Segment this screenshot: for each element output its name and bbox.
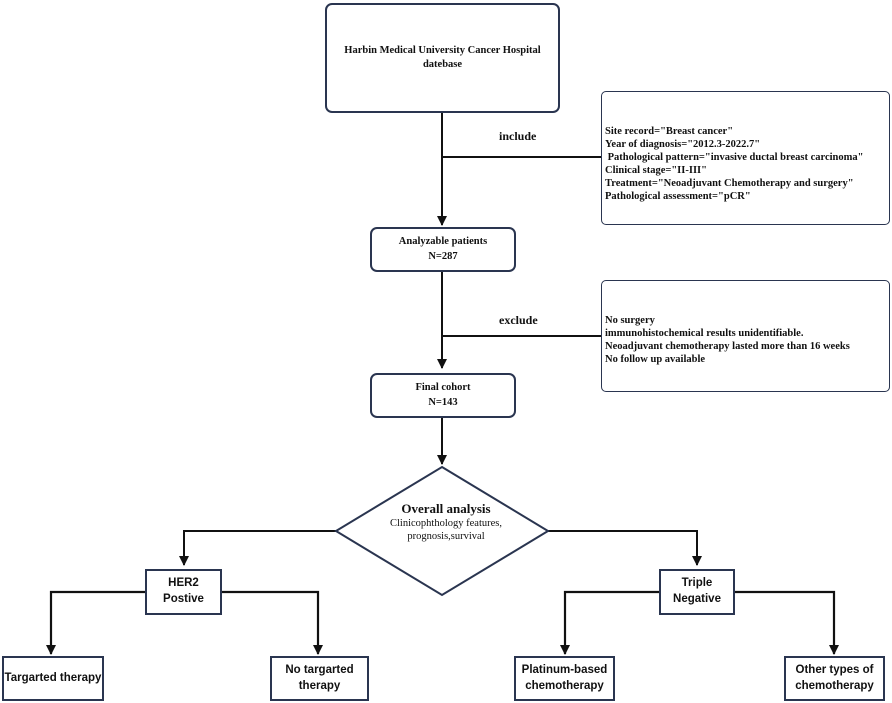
no-targeted-therapy-box: No targarted therapy [270,656,369,701]
other-chemotherapy-box: Other types of chemotherapy [784,656,885,701]
inclusion-criterion: Year of diagnosis="2012.3-2022.7" [605,139,761,150]
arrow-analysis-to-triple [548,530,702,566]
analyzable-patients-count: N=287 [428,250,458,262]
arrow-her2-to-targeted [46,590,145,655]
targeted-therapy-label: Targarted therapy [4,671,102,684]
triple-negative-line-2: Negative [673,593,721,605]
exclusion-criterion: No follow up available [605,354,706,365]
her2-positive-box: HER2 Postive [145,569,222,615]
targeted-therapy-box: Targarted therapy [2,656,104,701]
other-chemotherapy-line-2: chemotherapy [795,679,874,692]
overall-analysis-diamond [334,465,550,597]
source-database-line-1: Harbin Medical University Cancer Hospita… [344,44,541,56]
triple-negative-box: Triple Negative [659,569,735,615]
source-database-line-2: datebase [422,59,463,70]
inclusion-criterion: Pathological pattern="invasive ductal br… [605,152,864,163]
platinum-chemotherapy-line-1: Platinum-based [521,663,608,676]
arrow-triple-to-other [734,590,839,655]
inclusion-criteria-box: Site record="Breast cancer" Year of diag… [601,91,890,225]
final-cohort-count: N=143 [428,396,458,408]
exclusion-criteria-box: No surgery immunohistochemical results u… [601,280,890,392]
no-targeted-therapy-line-1: No targarted [285,663,354,676]
platinum-chemotherapy-line-2: chemotherapy [525,679,604,692]
overall-analysis-text: Overall analysis Clinicophthology featur… [336,500,556,543]
final-cohort-box: Final cohort N=143 [370,373,516,418]
analyzable-patients-box: Analyzable patients N=287 [370,227,516,272]
exclusion-criterion: Neoadjuvant chemotherapy lasted more tha… [605,341,850,352]
arrow-analysis-to-her2 [179,530,336,566]
overall-analysis-title: Overall analysis [401,501,491,516]
inclusion-criterion: Pathological assessment="pCR" [605,191,751,202]
source-database-box: Harbin Medical University Cancer Hospita… [325,3,560,113]
inclusion-criterion: Treatment="Neoadjuvant Chemotherapy and … [605,178,854,189]
arrow-her2-to-no-targeted [222,590,323,655]
her2-positive-label: HER2 Postive [163,577,204,605]
arrow-triple-to-platinum [560,590,661,655]
inclusion-criterion: Site record="Breast cancer" [605,126,734,137]
no-targeted-therapy-line-2: therapy [298,679,341,692]
overall-analysis-detail-2: prognosis,survival [407,531,485,542]
exclude-label: exclude [499,313,538,327]
final-cohort-title: Final cohort [415,382,471,394]
inclusion-criterion: Clinical stage="II-III" [605,165,707,176]
exclusion-criterion: No surgery [605,315,655,326]
triple-negative-line-1: Triple [681,577,713,590]
exclusion-criterion: immunohistochemical results unidentifiab… [605,328,804,339]
other-chemotherapy-line-1: Other types of [795,663,874,676]
analyzable-patients-title: Analyzable patients [398,236,488,248]
platinum-chemotherapy-box: Platinum-based chemotherapy [514,656,615,701]
overall-analysis-detail-1: Clinicophthology features, [390,518,502,529]
include-label: include [499,129,537,143]
